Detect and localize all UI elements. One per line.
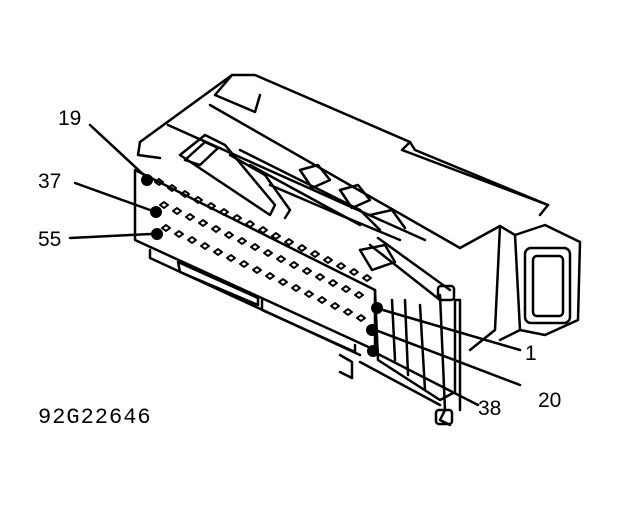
leader-lines [68, 123, 522, 407]
label-pin-19: 19 [58, 107, 81, 130]
locking-lever [178, 133, 452, 302]
label-pin-20: 20 [538, 389, 561, 412]
pin-labels: 19 37 55 1 20 38 [38, 107, 561, 420]
pin-dot-55 [151, 228, 163, 240]
pin-dot-19 [141, 174, 153, 186]
pin-dot-37 [150, 206, 162, 218]
pin-dots [141, 174, 383, 357]
pin-dot-38 [367, 345, 379, 357]
figure-code: 92G22646 [38, 405, 152, 430]
label-pin-37: 37 [38, 170, 61, 193]
label-pin-1: 1 [525, 342, 537, 365]
terminal-cavities [154, 178, 372, 322]
pin-dot-20 [366, 324, 378, 336]
label-pin-55: 55 [38, 228, 61, 251]
connector-housing [136, 73, 582, 352]
pin-dot-1 [371, 302, 383, 314]
label-pin-38: 38 [478, 397, 501, 420]
